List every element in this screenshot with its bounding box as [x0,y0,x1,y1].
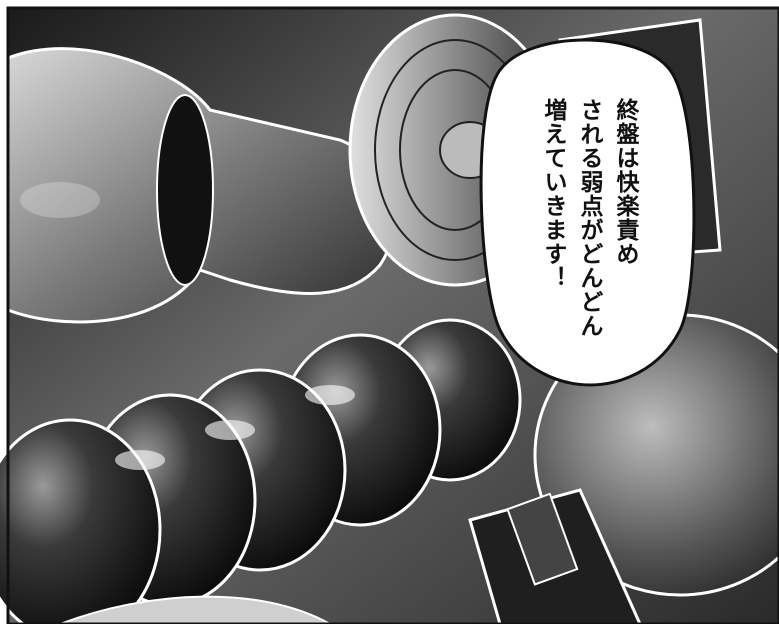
speech-line-2: される弱点がどんどん [576,98,602,338]
speech-bubble [479,38,696,387]
bead-chain [0,318,522,624]
speech-line-3: 増えていきます！ [540,98,566,290]
upper-tool [6,47,396,324]
speech-line-1: 終盤は快楽責め [612,98,638,266]
speech-bubble-text: 終盤は快楽責め される弱点がどんどん 増えていきます！ [520,98,640,338]
bottom-shape [59,595,333,624]
